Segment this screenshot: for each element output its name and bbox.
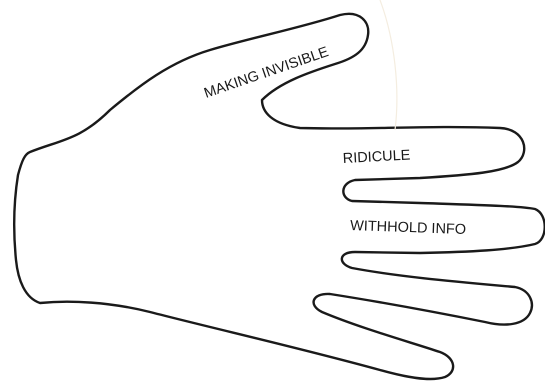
- faint-background-curve: [380, 0, 397, 130]
- middle-finger-label: WITHHOLD INFO: [350, 218, 466, 238]
- index-finger-label: RIDICULE: [342, 147, 411, 167]
